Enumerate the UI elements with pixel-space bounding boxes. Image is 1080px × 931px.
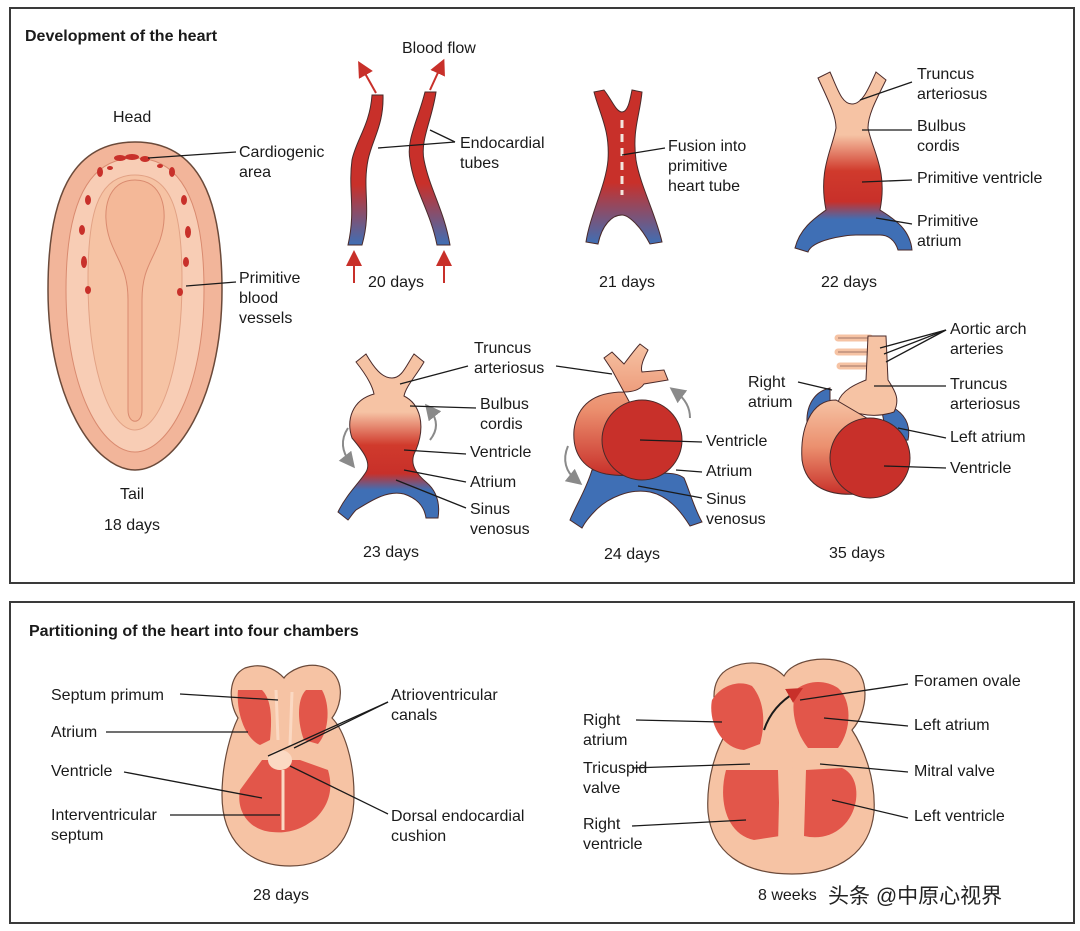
right-atrium-8w-label: Right atrium <box>583 712 628 749</box>
left-ventricle-label: Left ventricle <box>914 808 1005 825</box>
atrioventricular-canals-label: Atrioventricular canals <box>391 687 498 724</box>
caption-18-days: 18 days <box>104 517 161 534</box>
heart-23-days <box>337 353 442 521</box>
fused-tube-21-days <box>585 89 663 245</box>
foramen-ovale-label: Foramen ovale <box>914 673 1021 690</box>
sinus-venosus-23-label: Sinus venosus <box>470 501 530 538</box>
primitive-ventricle-label: Primitive ventricle <box>917 170 1043 187</box>
heart-28-days <box>221 664 355 867</box>
atrium-23-label: Atrium <box>470 474 517 491</box>
caption-28-days: 28 days <box>253 887 310 904</box>
partitioning-title: Partitioning of the heart into four cham… <box>29 623 359 640</box>
heart-24-days <box>564 343 703 529</box>
heart-22-days <box>794 71 913 253</box>
heart-35-days <box>801 334 911 499</box>
atrium-24-label: Atrium <box>706 463 753 480</box>
left-atrium-35-label: Left atrium <box>950 429 1026 446</box>
leader-lines <box>106 81 947 827</box>
tricuspid-valve-label: Tricuspid valve <box>583 760 648 797</box>
caption-20-days: 20 days <box>368 274 425 291</box>
watermark: 头条 @中原心视界 <box>828 885 1003 908</box>
caption-21-days: 21 days <box>599 274 656 291</box>
cardiogenic-area-label: Cardiogenic area <box>239 144 325 181</box>
ventricle-23-label: Ventricle <box>470 444 532 461</box>
atrium-28-label: Atrium <box>51 724 98 741</box>
truncus-arteriosus-23-label: Truncus arteriosus <box>474 340 545 377</box>
bulbus-cordis-23-label: Bulbus cordis <box>480 396 529 433</box>
endocardial-tubes-20-days <box>346 58 452 283</box>
primitive-blood-vessels-label: Primitive blood vessels <box>239 270 301 327</box>
truncus-arteriosus-35-label: Truncus arteriosus <box>950 376 1021 413</box>
head-label: Head <box>113 109 152 126</box>
endocardial-tubes-label: Endocardial tubes <box>460 135 545 172</box>
right-ventricle-label: Right ventricle <box>583 816 643 853</box>
primitive-atrium-label: Primitive atrium <box>917 213 979 250</box>
caption-8-weeks: 8 weeks <box>758 887 817 904</box>
caption-22-days: 22 days <box>821 274 878 291</box>
ventricle-24-label: Ventricle <box>706 433 768 450</box>
sinus-venosus-24-label: Sinus venosus <box>706 491 766 528</box>
mitral-valve-label: Mitral valve <box>914 763 995 780</box>
interventricular-septum-label: Interventricular septum <box>51 807 157 844</box>
fusion-label: Fusion into primitive heart tube <box>668 138 747 195</box>
development-title: Development of the heart <box>25 28 218 45</box>
embryo-18-days <box>47 141 223 471</box>
truncus-arteriosus-22-label: Truncus arteriosus <box>917 66 988 103</box>
ventricle-35-label: Ventricle <box>950 460 1012 477</box>
right-atrium-35-label: Right atrium <box>748 374 793 411</box>
ventricle-28-label: Ventricle <box>51 763 113 780</box>
caption-35-days: 35 days <box>829 545 886 562</box>
dorsal-endocardial-cushion-label: Dorsal endocardial cushion <box>391 808 525 845</box>
caption-23-days: 23 days <box>363 544 420 561</box>
bulbus-cordis-22-label: Bulbus cordis <box>917 118 966 155</box>
caption-24-days: 24 days <box>604 546 661 563</box>
left-atrium-8w-label: Left atrium <box>914 717 990 734</box>
blood-flow-label: Blood flow <box>402 40 476 57</box>
septum-primum-label: Septum primum <box>51 687 164 704</box>
partitioning-panel <box>9 601 1075 924</box>
tail-label: Tail <box>120 486 145 503</box>
aortic-arch-arteries-label: Aortic arch arteries <box>950 321 1027 358</box>
